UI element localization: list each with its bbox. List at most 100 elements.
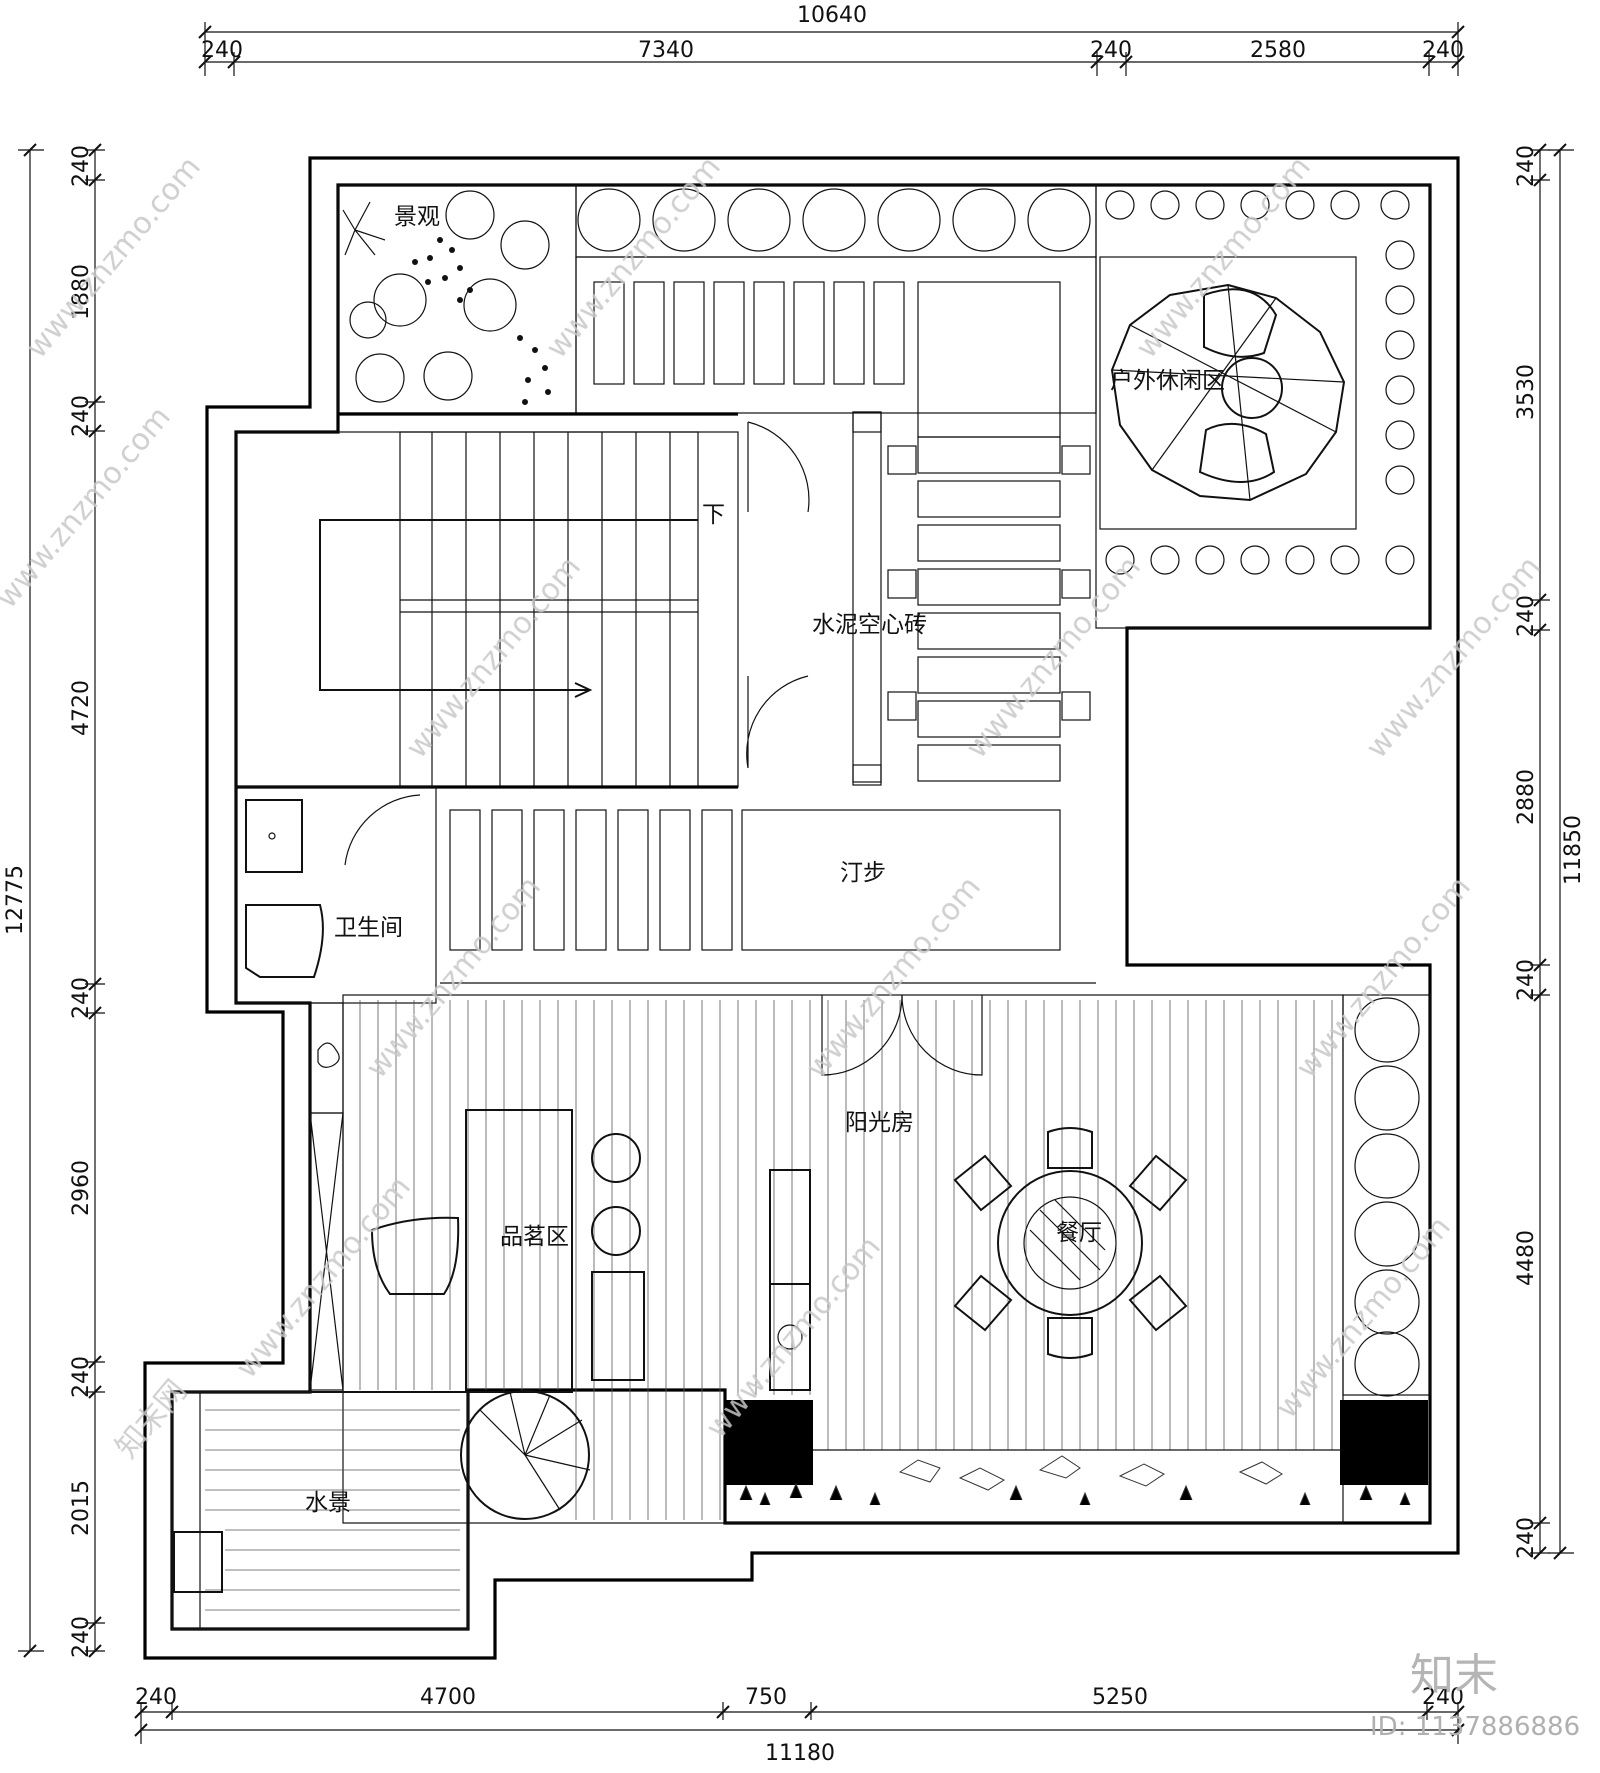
water-feature — [171, 1391, 469, 1630]
tree-symbol — [373, 273, 427, 327]
watermark-brand: 知末网 — [109, 1374, 194, 1465]
dim-right-seg-3: 240 — [1514, 595, 1539, 637]
chair-icon — [1128, 1154, 1188, 1212]
toilet-icon — [245, 904, 324, 978]
bottom-dimension-lines — [134, 1702, 1465, 1744]
sunroom-floor — [342, 994, 1431, 1524]
tree-symbol — [445, 190, 495, 240]
spiral-stair-icon — [460, 1390, 590, 1520]
dim-bottom-seg-5: 240 — [1422, 1685, 1464, 1710]
stair-arrow — [319, 519, 698, 698]
tree-symbol — [500, 220, 550, 270]
dim-left-total: 12775 — [3, 865, 28, 935]
watermark-text: www.znzmo.com — [19, 150, 208, 365]
dim-right-total: 11850 — [1561, 815, 1586, 885]
label-stepping-stones: 汀步 — [840, 860, 886, 886]
dining-table — [997, 1170, 1143, 1316]
label-bathroom: 卫生间 — [334, 915, 403, 941]
label-outdoor-leisure: 户外休闲区 — [1110, 368, 1225, 394]
door-swing — [344, 794, 421, 866]
staircase — [235, 411, 882, 789]
watermark-text: www.znzmo.com — [399, 550, 588, 765]
sink-icon — [245, 799, 303, 873]
outer-wall — [143, 156, 1460, 1660]
stepping-stones — [440, 809, 1096, 984]
tree-symbol — [423, 351, 473, 401]
watermark-logo: 知末 — [1410, 1650, 1498, 1701]
dim-left-seg-9: 240 — [69, 1616, 94, 1658]
dim-left-seg-7: 240 — [69, 1356, 94, 1398]
label-dining: 餐厅 — [1056, 1220, 1102, 1246]
dining-chairs — [953, 1127, 1188, 1359]
door-swing — [746, 675, 809, 769]
label-sunroom: 阳光房 — [845, 1110, 914, 1136]
tree-symbol — [355, 353, 405, 403]
landscape-area — [337, 184, 577, 414]
tea-area — [309, 1002, 811, 1520]
chair-icon — [953, 1154, 1013, 1212]
watermark-id: ID: 1137886886 — [1370, 1712, 1580, 1742]
stool-icon — [591, 1206, 641, 1256]
label-cement-hollow-brick: 水泥空心砖 — [812, 612, 927, 638]
watermark-text: www.znzmo.com — [229, 1170, 418, 1385]
tree-symbol — [463, 278, 517, 332]
dim-right-seg-6: 4480 — [1514, 1230, 1539, 1286]
dining-area — [953, 1127, 1188, 1359]
upper-paving — [575, 256, 1097, 438]
dim-bottom-total: 11180 — [765, 1741, 835, 1766]
dim-right-seg-2: 3530 — [1514, 364, 1539, 420]
umbrella-icon — [1110, 283, 1346, 502]
door-swing — [821, 994, 903, 1076]
lounge-chair-icon — [1203, 288, 1278, 358]
outdoor-leisure-area — [1095, 184, 1431, 629]
top-dimension-lines — [198, 22, 1465, 76]
right-dimension-lines — [1530, 143, 1574, 1560]
dim-bottom-seg-4: 5250 — [1092, 1685, 1148, 1710]
label-down: 下 — [702, 502, 725, 528]
fountain-icon — [173, 1531, 223, 1593]
dim-left-seg-2: 1880 — [69, 264, 94, 320]
label-landscape: 景观 — [394, 204, 440, 230]
chair-icon — [1047, 1127, 1093, 1169]
label-tea-area: 品茗区 — [500, 1224, 569, 1250]
door-swing — [747, 421, 810, 513]
chair-icon — [1128, 1274, 1188, 1332]
dim-bottom-seg-2: 4700 — [420, 1685, 476, 1710]
dim-top-seg-2: 7340 — [638, 38, 694, 63]
chair-icon — [1047, 1317, 1093, 1359]
sink-icon — [777, 1324, 803, 1350]
dim-left-seg-3: 240 — [69, 395, 94, 437]
bathroom — [235, 786, 437, 1004]
watermark-text: www.znzmo.com — [1359, 550, 1548, 765]
ornament-icon — [317, 1042, 340, 1068]
dim-top-total: 10640 — [797, 3, 867, 28]
tree-symbol — [349, 301, 387, 339]
dim-right-seg-7: 240 — [1514, 1517, 1539, 1559]
dim-bottom-seg-1: 240 — [135, 1685, 177, 1710]
dim-left-seg-8: 2015 — [69, 1480, 94, 1536]
dim-left-seg-5: 240 — [69, 977, 94, 1019]
chair-icon — [953, 1274, 1013, 1332]
lounge-chair-icon — [1198, 422, 1276, 483]
watermark-text: www.znzmo.com — [1289, 870, 1478, 1085]
stool-icon — [591, 1133, 641, 1183]
watermark-text: www.znzmo.com — [799, 870, 988, 1085]
dim-left-seg-4: 4720 — [69, 680, 94, 736]
label-water-feature: 水景 — [305, 1490, 351, 1516]
watermark-text: www.znzmo.com — [359, 870, 548, 1085]
armchair-icon — [370, 1216, 460, 1295]
dim-top-seg-4: 2580 — [1250, 38, 1306, 63]
tea-table — [465, 1109, 573, 1393]
dim-right-seg-4: 2880 — [1514, 769, 1539, 825]
dim-left-seg-1: 240 — [69, 145, 94, 187]
dim-left-seg-6: 2960 — [69, 1160, 94, 1216]
dim-bottom-seg-3: 750 — [745, 1685, 787, 1710]
dim-right-seg-1: 240 — [1514, 145, 1539, 187]
hollow-brick-paving — [887, 436, 1091, 782]
left-dimension-lines — [18, 143, 105, 1658]
dim-top-seg-1: 240 — [201, 38, 243, 63]
door-swing — [901, 994, 983, 1076]
dim-right-seg-5: 240 — [1514, 959, 1539, 1001]
dim-top-seg-5: 240 — [1422, 38, 1464, 63]
